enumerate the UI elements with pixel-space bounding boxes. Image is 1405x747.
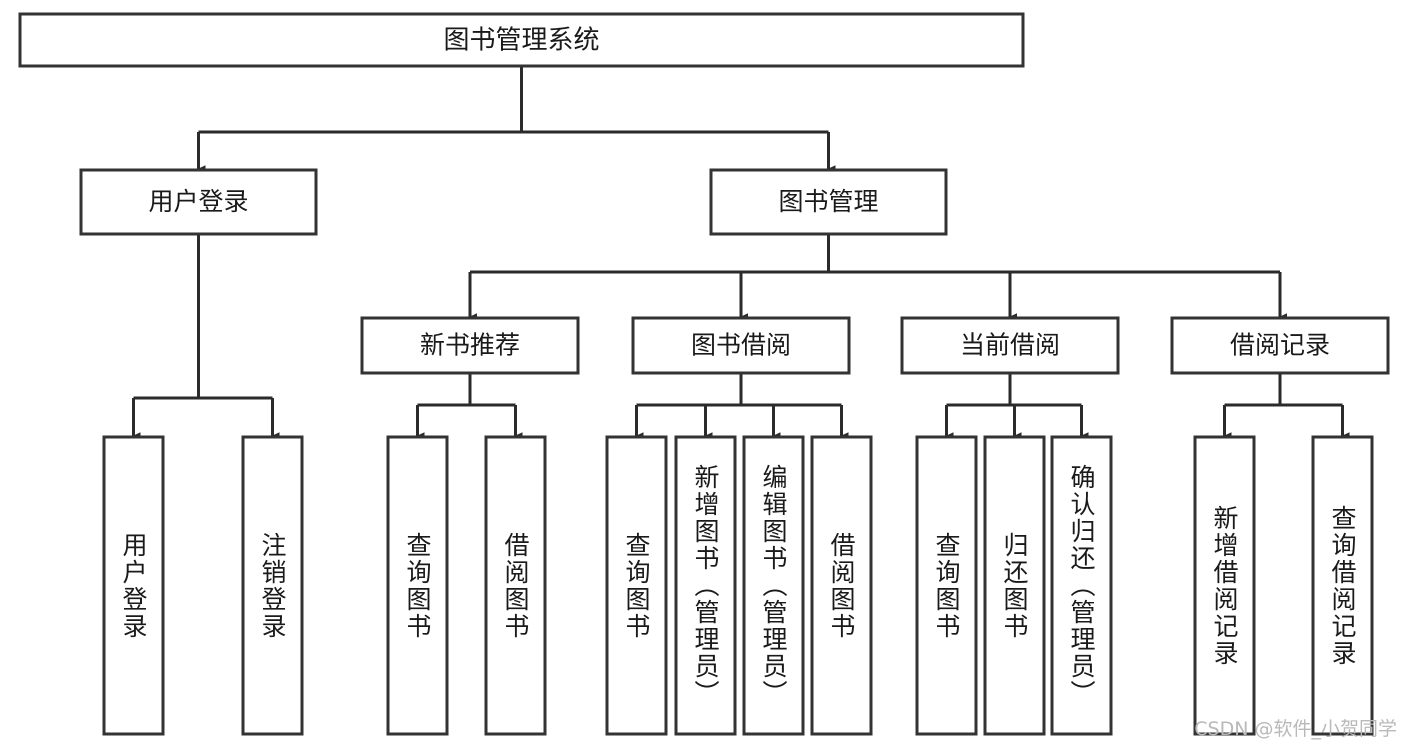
node-box-user-login[interactable] bbox=[79, 168, 318, 236]
node-label-borrow-record: 借阅记录 bbox=[1230, 331, 1330, 360]
leaf-box-leaf-query-book-2[interactable] bbox=[605, 435, 668, 736]
leaf-box-leaf-borrow-book-1[interactable] bbox=[484, 435, 547, 736]
node-label-user-login: 用户登录 bbox=[148, 187, 248, 216]
leaf-box-leaf-query-book-3[interactable] bbox=[915, 435, 978, 736]
leaf-box-leaf-return-book[interactable] bbox=[983, 435, 1046, 736]
leaf-box-leaf-query-record[interactable] bbox=[1311, 435, 1374, 736]
node-label-new-book-recommend: 新书推荐 bbox=[420, 331, 520, 360]
node-box-current-borrow[interactable] bbox=[900, 316, 1120, 375]
leaf-box-leaf-add-record[interactable] bbox=[1193, 435, 1256, 736]
leaf-box-leaf-user-login[interactable] bbox=[102, 435, 165, 736]
leaf-box-leaf-add-book[interactable] bbox=[674, 435, 737, 736]
leaf-box-leaf-borrow-book-2[interactable] bbox=[810, 435, 873, 736]
connectors-layer bbox=[132, 66, 1350, 440]
watermark-text: CSDN @软件_小贺同学 bbox=[1194, 718, 1397, 740]
boxes-layer bbox=[18, 12, 1390, 736]
node-label-root: 图书管理系统 bbox=[443, 26, 599, 56]
node-box-book-borrow[interactable] bbox=[631, 316, 851, 375]
leaf-box-leaf-confirm-return[interactable] bbox=[1050, 435, 1113, 736]
leaf-box-leaf-edit-book[interactable] bbox=[742, 435, 805, 736]
node-label-book-borrow: 图书借阅 bbox=[691, 331, 791, 360]
node-label-book-management: 图书管理 bbox=[778, 187, 878, 216]
node-box-borrow-record[interactable] bbox=[1170, 316, 1390, 375]
leaf-box-leaf-user-logout[interactable] bbox=[241, 435, 304, 736]
node-label-current-borrow: 当前借阅 bbox=[960, 331, 1060, 360]
leaf-box-leaf-query-book-1[interactable] bbox=[386, 435, 449, 736]
node-box-root[interactable] bbox=[18, 12, 1025, 68]
node-box-book-management[interactable] bbox=[709, 168, 948, 236]
node-box-new-book-recommend[interactable] bbox=[360, 316, 580, 375]
